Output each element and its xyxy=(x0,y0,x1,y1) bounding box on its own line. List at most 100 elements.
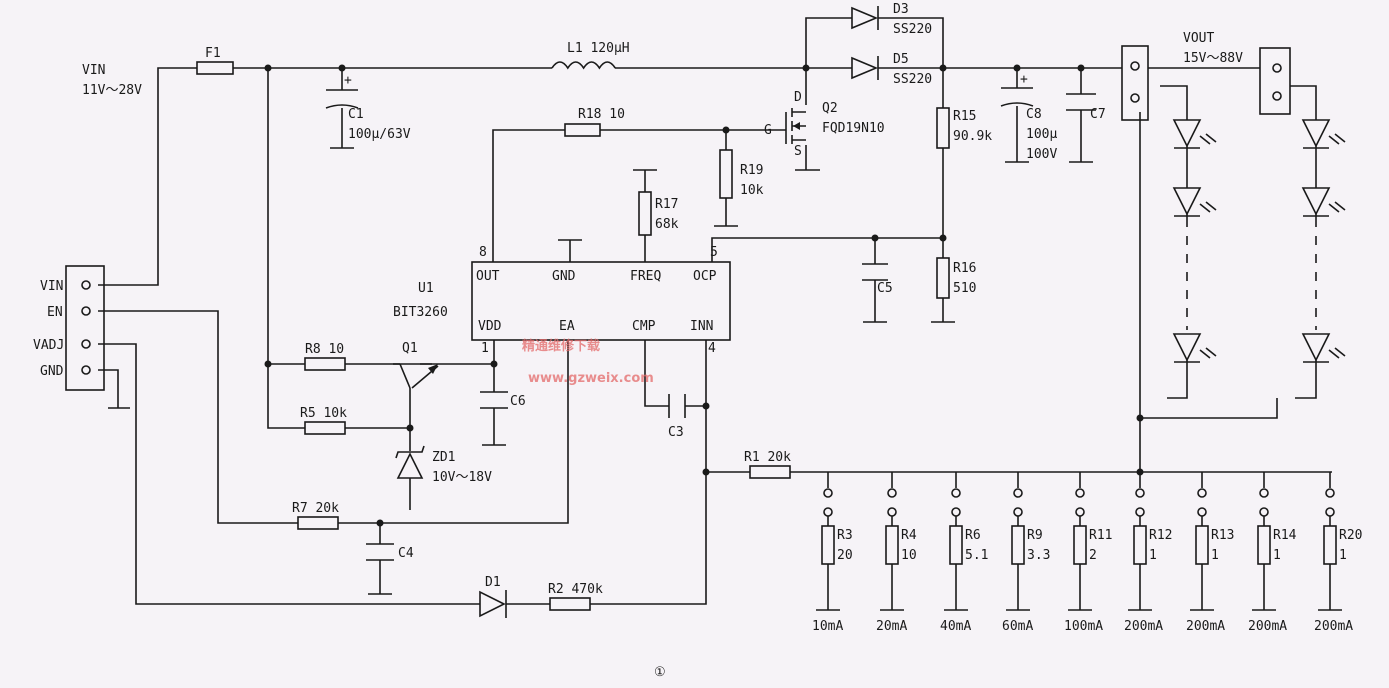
diode-d5 xyxy=(851,56,879,80)
fuse-f1 xyxy=(196,61,234,75)
jumper-pad-bottom-r12 xyxy=(1135,507,1145,517)
vin-title: VIN xyxy=(82,63,105,78)
pin-vdd-label: VDD xyxy=(478,319,502,334)
capacitor-c8: + xyxy=(1000,72,1034,107)
inductor-l1 xyxy=(551,61,616,70)
u1-label: U1 xyxy=(418,281,434,296)
resistor-r12 xyxy=(1133,525,1147,565)
c5-label: C5 xyxy=(877,281,893,296)
q2-source-label: S xyxy=(794,144,802,159)
c6-label: C6 xyxy=(510,394,526,409)
labels: VIN 11V～28V F1 C1 100μ/63V L1 120μH D3 S… xyxy=(33,2,1243,680)
sense-current-label: 200mA xyxy=(1124,619,1163,634)
sense-resistor-name: R9 xyxy=(1027,528,1043,543)
q2-label: Q2 xyxy=(822,101,838,116)
jumper-pad-bottom-r6 xyxy=(951,507,961,517)
r17-value: 68k xyxy=(655,217,679,232)
zd1-value: 10V～18V xyxy=(432,470,492,485)
r5-label: R5 10k xyxy=(300,406,347,421)
jumper-pad-top-r11 xyxy=(1075,488,1085,498)
pin8-label: 8 xyxy=(479,245,487,260)
sense-resistor-name: R13 xyxy=(1211,528,1234,543)
resistor-r14 xyxy=(1257,525,1271,565)
d1-label: D1 xyxy=(485,575,501,590)
vout-range: 15V～88V xyxy=(1183,51,1243,66)
pin4-label: 4 xyxy=(708,341,716,356)
pin-cmp-label: CMP xyxy=(632,319,656,334)
connector-gnd-label: GND xyxy=(40,364,64,379)
output-connector-1 xyxy=(1121,45,1149,121)
sense-current-label: 200mA xyxy=(1248,619,1287,634)
capacitor-c4 xyxy=(366,543,394,561)
led-string-1 xyxy=(1172,119,1217,385)
jumper-pad-bottom-r20 xyxy=(1325,507,1335,517)
r18-label: R18 10 xyxy=(578,107,625,122)
sense-resistor-name: R6 xyxy=(965,528,981,543)
zener-zd1 xyxy=(395,445,425,479)
sense-current-label: 20mA xyxy=(876,619,907,634)
watermark-url: www.gzweix.com xyxy=(528,371,654,386)
sense-current-label: 60mA xyxy=(1002,619,1033,634)
jumper-pad-bottom-r11 xyxy=(1075,507,1085,517)
sense-resistor-value: 1 xyxy=(1149,548,1157,563)
vout-title: VOUT xyxy=(1183,31,1214,46)
capacitor-c6 xyxy=(480,391,508,409)
u1-value: BIT3260 xyxy=(393,305,448,320)
capacitor-c7 xyxy=(1066,93,1096,111)
resistor-r18 xyxy=(564,123,601,137)
sense-resistor-name: R4 xyxy=(901,528,917,543)
pin-freq-label: FREQ xyxy=(630,269,661,284)
c7-label: C7 xyxy=(1090,107,1106,122)
wires xyxy=(98,17,1332,605)
d5-value: SS220 xyxy=(893,72,932,87)
resistor-r2 xyxy=(549,597,591,611)
resistor-r15 xyxy=(936,107,950,149)
c4-label: C4 xyxy=(398,546,414,561)
resistor-r1 xyxy=(749,465,791,479)
jumper-pad-top-r3 xyxy=(823,488,833,498)
capacitor-c3 xyxy=(668,394,686,418)
r15-label: R15 xyxy=(953,109,976,124)
r8-label: R8 10 xyxy=(305,342,344,357)
r7-label: R7 20k xyxy=(292,501,339,516)
pin-ocp-label: OCP xyxy=(693,269,717,284)
jumper-pad-top-r6 xyxy=(951,488,961,498)
zd1-label: ZD1 xyxy=(432,450,455,465)
jumper-pad-top-r12 xyxy=(1135,488,1145,498)
sense-resistor-value: 10 xyxy=(901,548,917,563)
l1-label: L1 120μH xyxy=(567,41,630,56)
resistor-r7 xyxy=(297,516,339,530)
resistor-r4 xyxy=(885,525,899,565)
jumper-pad-top-r13 xyxy=(1197,488,1207,498)
d3-value: SS220 xyxy=(893,22,932,37)
figure-number: ① xyxy=(654,665,666,680)
r19-label: R19 xyxy=(740,163,763,178)
c3-label: C3 xyxy=(668,425,684,440)
vin-range: 11V～28V xyxy=(82,83,142,98)
resistor-r6 xyxy=(949,525,963,565)
pin-out-label: OUT xyxy=(476,269,500,284)
r2-label: R2 470k xyxy=(548,582,603,597)
capacitor-c1: + xyxy=(325,73,359,109)
sense-resistor-value: 2 xyxy=(1089,548,1097,563)
resistor-r3 xyxy=(821,525,835,565)
ic-u1 xyxy=(471,261,731,341)
sense-resistor-network: R32010mAR41020mAR65.140mAR93.360mAR11210… xyxy=(812,472,1362,634)
sense-resistor-name: R14 xyxy=(1273,528,1297,543)
jumper-pad-top-r4 xyxy=(887,488,897,498)
components: + xyxy=(65,6,1362,634)
sense-current-label: 10mA xyxy=(812,619,843,634)
jumper-pad-bottom-r14 xyxy=(1259,507,1269,517)
d3-label: D3 xyxy=(893,2,909,17)
resistor-r19 xyxy=(719,149,733,199)
c1-label: C1 xyxy=(348,107,364,122)
diode-d1 xyxy=(479,590,507,618)
c8-label: C8 xyxy=(1026,107,1042,122)
svg-text:+: + xyxy=(344,73,352,88)
jumper-pad-top-r20 xyxy=(1325,488,1335,498)
r15-value: 90.9k xyxy=(953,129,992,144)
connector-vin-label: VIN xyxy=(40,279,63,294)
sense-current-label: 200mA xyxy=(1314,619,1353,634)
